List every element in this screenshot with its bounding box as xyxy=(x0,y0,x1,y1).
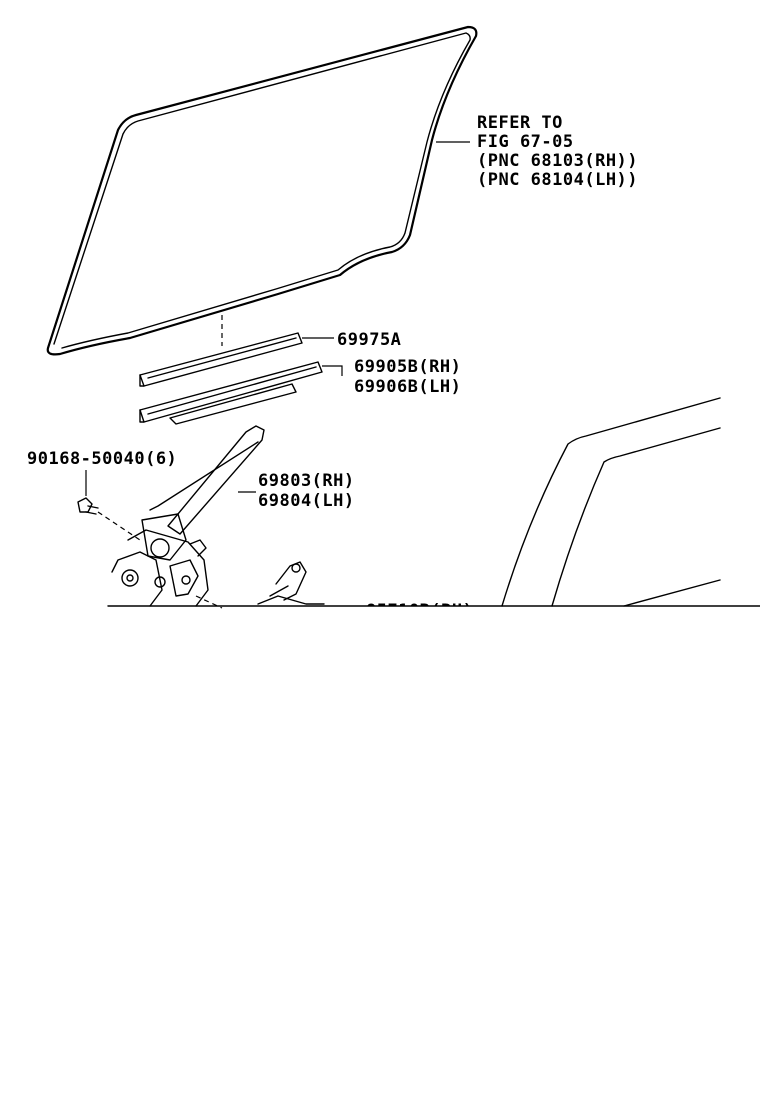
regulator-motor xyxy=(257,561,325,605)
bolt xyxy=(77,497,99,515)
label-85710B-partial: 85710B(RH) xyxy=(366,601,473,621)
alignment-line-bolt xyxy=(97,511,141,541)
label-refer-line1: REFER TO xyxy=(477,113,563,133)
label-refer-line2: FIG 67-05 xyxy=(477,132,574,152)
label-69975A: 69975A xyxy=(337,330,401,350)
label-bolt: 90168-50040(6) xyxy=(27,449,177,469)
glass-channel-upper xyxy=(139,332,303,387)
label-69804: 69804(LH) xyxy=(258,491,355,511)
door-glass xyxy=(46,25,478,356)
glass-channel-lower xyxy=(139,361,323,425)
window-regulator xyxy=(111,425,265,609)
label-69905B: 69905B(RH) xyxy=(354,357,461,377)
label-69803: 69803(RH) xyxy=(258,471,355,491)
label-refer-line3: (PNC 68103(RH)) xyxy=(477,151,638,171)
leader-69905B xyxy=(322,365,343,376)
label-refer-line4: (PNC 68104(LH)) xyxy=(477,170,638,190)
vehicle-door-outline xyxy=(501,397,721,607)
label-69906B: 69906B(LH) xyxy=(354,377,461,397)
